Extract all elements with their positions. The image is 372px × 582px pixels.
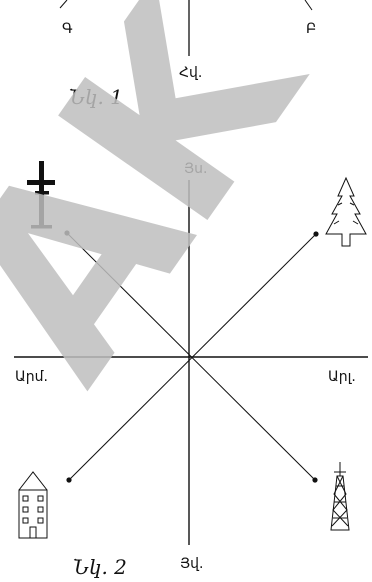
tower-icon (330, 462, 350, 531)
fig1-caption: Նկ. 1 (69, 85, 123, 109)
fig2-point-se (312, 477, 318, 483)
fig1-diagonal-right (304, 0, 313, 11)
fig1-diagonal-left (59, 0, 68, 9)
fig2-point-ne (313, 231, 319, 237)
fig1-label-east: Բ (306, 21, 317, 37)
fig2-label-west: Արմ. (15, 369, 48, 385)
fig2-label-east: Արլ. (328, 369, 356, 385)
fig2-diagonal-nw-se (66, 232, 316, 481)
fig1-label-west: Գ (62, 21, 73, 37)
building-icon (18, 471, 48, 539)
fig2-diagonal-ne-sw (68, 233, 317, 481)
cross-icon (27, 161, 55, 229)
fig2-point-nw (64, 230, 70, 236)
fir-tree-icon (325, 176, 367, 247)
fig2-label-north: Յս. (184, 161, 208, 177)
fig1-label-south: Հվ. (179, 65, 203, 81)
fig2-label-south: Յվ. (180, 556, 204, 572)
fig2-caption: Նկ. 2 (73, 555, 127, 579)
fig2-point-sw (66, 477, 72, 483)
